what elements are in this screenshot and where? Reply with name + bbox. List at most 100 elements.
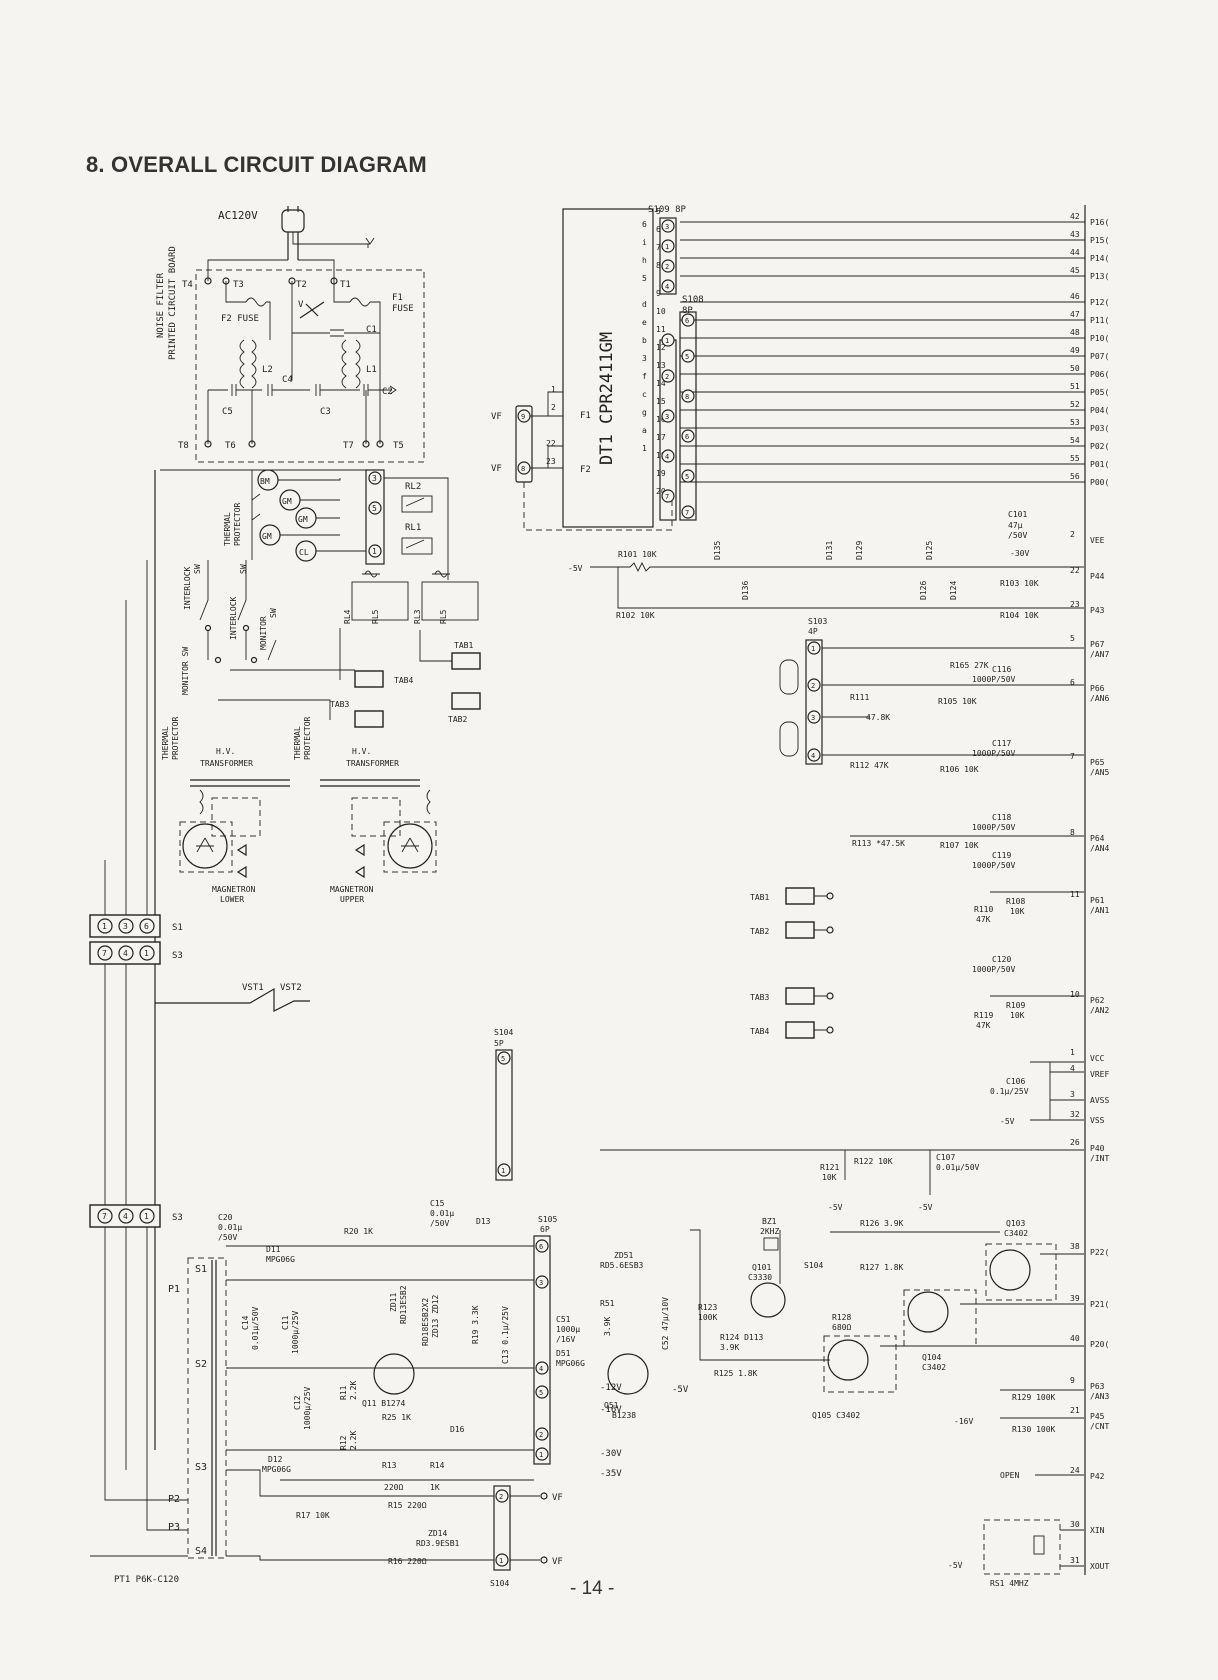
conn-s108-pin	[661, 489, 675, 503]
svg-text:7: 7	[102, 1212, 107, 1221]
ic-side-letter: f	[642, 372, 647, 381]
zener-zd12: RD18ESB2X2	[421, 1298, 430, 1346]
transistor-q104-value: C3402	[922, 1363, 946, 1372]
cap-c107: C107	[936, 1153, 955, 1162]
cap-c51: C51	[556, 1315, 571, 1324]
mcu-pin-number: 5	[1070, 634, 1075, 643]
svg-text:2: 2	[551, 403, 556, 412]
connector-s3-label: S3	[172, 951, 183, 961]
conn-s109-label: S109 8P	[648, 205, 687, 215]
transistor-q104: Q104	[922, 1353, 941, 1362]
thermal-protector-label-2: PROTECTOR	[233, 502, 242, 546]
mcu-pin-name: P13(	[1090, 272, 1109, 281]
resistor-r17: R17 10K	[296, 1511, 330, 1520]
mcu-pin-number: 24	[1070, 1466, 1080, 1475]
ic-pin-number: 18	[656, 451, 666, 460]
mcu-pin-number: 22	[1070, 566, 1080, 575]
zener-zd11: ZD11	[389, 1293, 398, 1312]
cap-c51-rating: /16V	[556, 1335, 575, 1344]
conn-s105-sub: 6P	[540, 1225, 550, 1234]
conn-s108-pin-label: 7	[685, 509, 689, 517]
conn-s103-sub: 4P	[808, 627, 818, 636]
transistor-q105: Q105 C3402	[812, 1411, 860, 1420]
cap-c20-rating: /50V	[218, 1233, 237, 1242]
mcu-pin-number: 46	[1070, 292, 1080, 301]
ic-side-letter: i	[642, 238, 647, 247]
vf-label-1: VF	[491, 412, 502, 422]
thermal-1-label: THERMAL	[161, 726, 170, 760]
s104-right-label: S104	[804, 1261, 823, 1270]
ic-pin-number: 16	[656, 415, 666, 424]
conn-s109-pin	[661, 259, 675, 273]
conn-s108-pin-label: 5	[685, 353, 689, 361]
cap-c101-rating: /50V	[1008, 531, 1027, 540]
cap-c119: C119	[992, 851, 1011, 860]
ic-side-letter: 6	[642, 220, 647, 229]
resistor-r123-value: 100K	[698, 1313, 717, 1322]
transistor-q103: Q103	[1006, 1219, 1025, 1228]
ic-pin-number: 17	[656, 433, 666, 442]
diode-d51: D51	[556, 1349, 571, 1358]
page-title: 8. OVERALL CIRCUIT DIAGRAM	[86, 152, 427, 177]
transistor-q101: Q101	[752, 1263, 771, 1272]
cap-c118: C118	[992, 813, 1011, 822]
ic-f2-label: F2	[580, 465, 591, 475]
resistor-r124: R124 D113	[720, 1333, 764, 1342]
mcu-pin-name: P67	[1090, 640, 1105, 649]
svg-text:1: 1	[539, 1451, 543, 1459]
motor-gm1-label: GM	[282, 497, 292, 506]
resistor-r13-value: 220Ω	[384, 1483, 403, 1492]
zener-zd11-value: RD13ESB2	[399, 1285, 408, 1324]
out-neg12v: -12V	[600, 1383, 622, 1393]
svg-text:7: 7	[102, 949, 107, 958]
conn-s108-pin-label: 3	[665, 413, 669, 421]
connector-s3b-label: S3	[172, 1213, 183, 1223]
conn-s109-pin-label: 1	[665, 243, 669, 251]
resistor-r110: R110	[974, 905, 993, 914]
ic-side-letter: 3	[642, 354, 647, 363]
mcu-pin-name: /AN4	[1090, 844, 1109, 853]
thermal-4-label: PROTECTOR	[303, 716, 312, 760]
resistor-r119-value: 47K	[976, 1021, 991, 1030]
svg-text:9: 9	[521, 413, 525, 421]
mcu-pin-number: 50	[1070, 364, 1080, 373]
terminal-t6: T6	[225, 441, 236, 451]
pt1-s2: S2	[195, 1359, 207, 1370]
monitor-sw-2-label: MONITOR SW	[181, 647, 190, 695]
ic-side-letter: g	[642, 408, 647, 417]
hv-transformer-lower-1: H.V.	[216, 747, 235, 756]
svg-text:23: 23	[546, 457, 556, 466]
diode-d51-value: MPG06G	[556, 1359, 585, 1368]
ic-pin-number: 13	[656, 361, 666, 370]
right-circuits: D135 D131 D129 D125 D136 D126 D124 R101 …	[568, 510, 1084, 1588]
cap-c12: C12	[293, 1395, 302, 1410]
resistor-r128-value: 680Ω	[832, 1323, 851, 1332]
mcu-pin-name: /CNT	[1090, 1422, 1109, 1431]
mcu-pin-number: 26	[1070, 1138, 1080, 1147]
mcu-pin-name: P64	[1090, 834, 1105, 843]
fuse-f2-label: F2 FUSE	[221, 314, 259, 324]
magnetron-lower-label-1: MAGNETRON	[212, 885, 256, 894]
conn-s108-pin	[681, 505, 695, 519]
ic-pin-number: 20	[656, 487, 666, 496]
ac-voltage-label: AC120V	[218, 209, 258, 222]
resistor-r112: R112 47K	[850, 761, 889, 770]
mcu-pin-number: 42	[1070, 212, 1080, 221]
mcu-pin-name: P02(	[1090, 442, 1109, 451]
thermal-3-label: THERMAL	[293, 726, 302, 760]
conn-s108-pin-label: 1	[665, 337, 669, 345]
resistor-r109: R109	[1006, 1001, 1025, 1010]
conn-s108-pin	[661, 449, 675, 463]
mcu-pin-name: P44	[1090, 572, 1105, 581]
relay-rl5b-label: RL5	[439, 609, 448, 624]
ic-f1-label: F1	[580, 411, 591, 421]
mcu-pin-name: /AN6	[1090, 694, 1109, 703]
vf-label-2: VF	[491, 464, 502, 474]
relay-motor-section: 3 5 1 RL2 RL1 BM GM GM GM CL THERMAL PRO…	[154, 469, 481, 1450]
mcu-pin-name: P10(	[1090, 334, 1109, 343]
mcu-pin-number: 4	[1070, 1064, 1075, 1073]
mcu-pin-name: P01(	[1090, 460, 1109, 469]
ic-pin-number: 8	[656, 261, 661, 270]
mcu-pin-number: 23	[1070, 600, 1080, 609]
tab1-right-label: TAB1	[750, 893, 769, 902]
